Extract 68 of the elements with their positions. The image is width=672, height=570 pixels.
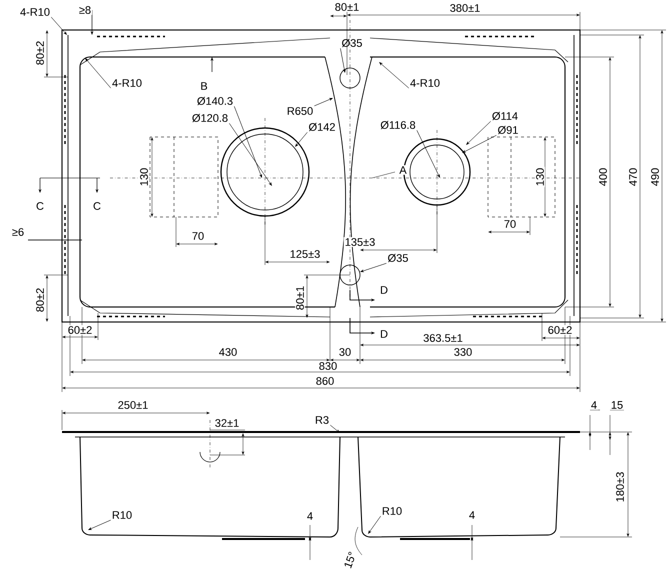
callout-label: Ø35 xyxy=(342,38,362,48)
callout-label: Ø91 xyxy=(498,126,518,134)
callout-label: R650 xyxy=(288,107,313,115)
dimension-label: 490 xyxy=(650,166,660,188)
leader-line xyxy=(360,263,387,272)
dimension-label: 130 xyxy=(139,166,149,188)
callout-label: R10 xyxy=(382,507,402,515)
dimension-label: 15 xyxy=(610,400,624,410)
leader-line xyxy=(368,516,381,534)
dimension-label: 30 xyxy=(338,347,352,357)
leader-line xyxy=(234,106,262,178)
dimension-label: 130 xyxy=(535,166,545,188)
callout-label: Ø35 xyxy=(388,254,408,262)
callout-label: 4-R10 xyxy=(112,79,142,87)
leader-line xyxy=(340,48,346,73)
leader-line xyxy=(379,62,410,88)
dimension-label: 32±1 xyxy=(214,418,240,428)
leader-line xyxy=(85,58,112,88)
dimension-label: 80±1 xyxy=(334,2,360,12)
leader-line xyxy=(416,130,440,178)
section-letter: C xyxy=(35,201,45,211)
section-letter: B xyxy=(199,81,209,91)
dimension-label: 80±2 xyxy=(35,40,45,66)
section-letter: D xyxy=(379,285,389,295)
callout-label: Ø140.3 xyxy=(197,96,233,106)
dimension-label: ≥8 xyxy=(78,5,92,15)
dimension-label: 430 xyxy=(218,347,238,357)
callout-label: 4-R10 xyxy=(20,8,50,16)
dimension-label: 400 xyxy=(598,166,608,188)
dimension-label: 70 xyxy=(190,231,206,241)
section-letter: A xyxy=(398,165,408,175)
dimension-label: 380±1 xyxy=(448,3,482,13)
callout-label: 4-R10 xyxy=(410,79,440,87)
callout-label: Ø114 xyxy=(492,112,518,120)
callout-label: R3 xyxy=(316,416,329,424)
dimension-label: 125±3 xyxy=(288,249,322,259)
dimension-label: 250±1 xyxy=(116,400,150,410)
leader-line xyxy=(314,98,333,106)
callout-label: Ø142 xyxy=(308,122,335,132)
callout-label: R10 xyxy=(112,511,132,519)
dimension-label: 830 xyxy=(318,361,338,371)
dimension-label: 60±2 xyxy=(546,325,574,335)
dimension-label: 60±2 xyxy=(66,325,94,335)
callout-label: Ø116.8 xyxy=(380,120,416,130)
dimension-label: 470 xyxy=(628,166,638,188)
dimension-label: 4 xyxy=(590,400,598,410)
leader-line xyxy=(466,121,491,145)
dimension-label: 135±3 xyxy=(344,237,376,247)
dimension-label: 15° xyxy=(342,550,358,570)
leader-line xyxy=(295,132,308,147)
dimension-label: 4 xyxy=(468,510,476,520)
leader-line xyxy=(462,135,497,153)
callout-label: Ø120.8 xyxy=(192,114,228,122)
dimension-label: 860 xyxy=(314,376,336,386)
leader-line xyxy=(88,520,111,530)
dimension-label: 80±2 xyxy=(35,286,45,314)
leader-line xyxy=(50,16,67,35)
leader-line xyxy=(229,123,272,186)
leader-line xyxy=(330,424,340,433)
section-letter: C xyxy=(92,201,102,211)
dimension-label: 330 xyxy=(452,347,474,357)
dimension-label: ≥6 xyxy=(10,227,26,237)
dimension-label: 70 xyxy=(502,219,518,229)
dimension-label: 4 xyxy=(306,511,314,521)
dimension-label: 80±1 xyxy=(295,284,305,312)
dimension-label: 180±3 xyxy=(615,470,625,504)
dimension-label: 363.5±1 xyxy=(422,333,464,343)
section-letter: D xyxy=(379,329,389,339)
